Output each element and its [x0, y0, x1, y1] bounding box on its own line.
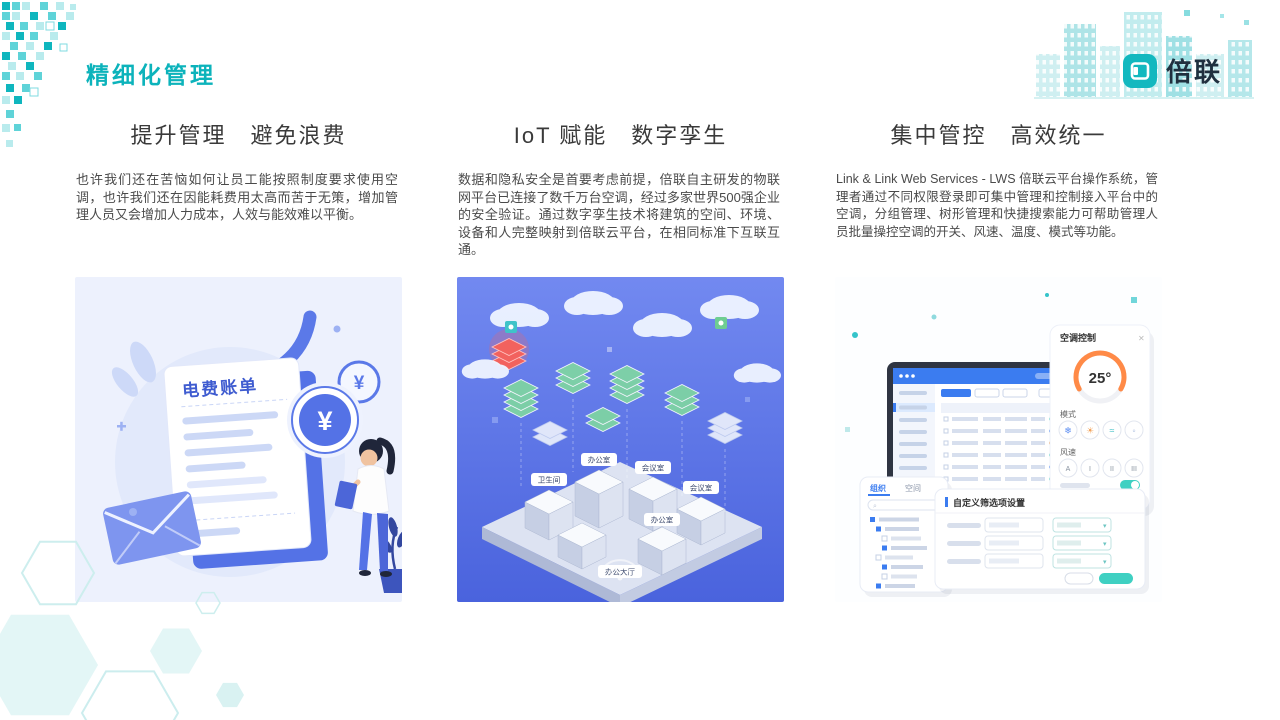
tree-rows: [870, 517, 927, 589]
feature-body: 也许我们还在苦恼如何让员工能按照制度要求使用空调，也许我们还在因能耗费用太高而苦…: [76, 172, 398, 222]
chevron-down-icon: ▾: [1103, 559, 1107, 566]
filter-selects: ▾ ▾ ▾: [1052, 517, 1112, 569]
person-figure: [334, 437, 396, 577]
room-tag: 卫生间: [538, 475, 561, 485]
feature-column-control: 集中管控 高效统一 Link & Link Web Services - LWS…: [835, 115, 1162, 605]
tab-space: 空间: [905, 483, 921, 493]
mode-label: 模式: [1060, 409, 1076, 419]
brand-logo-icon: [1122, 53, 1157, 88]
brand-logo: 倍联: [1122, 52, 1222, 89]
sun-icon: ☀: [1086, 426, 1094, 436]
filter-rows: [947, 517, 1044, 569]
fan-auto-icon: A: [1066, 466, 1071, 473]
hexagon-decoration: [0, 540, 244, 720]
wifi-icon: [603, 559, 637, 574]
close-icon: ✕: [1138, 334, 1145, 343]
fan-high-icon: III: [1131, 466, 1137, 473]
tab-org: 组织: [870, 483, 886, 493]
small-yen-icon: ¥: [354, 373, 365, 394]
feature-column-management: 提升管理 避免浪费 也许我们还在苦恼如何让员工能按照制度要求使用空调，也许我们还…: [75, 115, 402, 605]
ac-control-panel: 空调控制 ✕ 25° 模式 ❄ ☀ ≈ ◦ 风速 A I: [1049, 324, 1154, 516]
feature-heading: IoT 赋能 数字孪生: [513, 123, 728, 148]
filter-panel: 自定义筛选项设置 ▾ ▾: [934, 488, 1149, 594]
room-tag: 会议室: [690, 483, 713, 493]
drop-icon: ◦: [1132, 426, 1135, 436]
fan-mode-icon: ≈: [1110, 426, 1115, 436]
chevron-down-icon: ▾: [1103, 541, 1107, 548]
envelope-icon: [103, 491, 201, 565]
pixel-mosaic-decoration: [2, 2, 76, 147]
big-yen-icon: ¥: [317, 406, 332, 436]
room-tag: 办公室: [651, 515, 674, 525]
mode-options: ❄ ☀ ≈ ◦: [1058, 420, 1144, 440]
temperature-value: 25°: [1089, 370, 1112, 387]
ac-panel-title: 空调控制: [1060, 332, 1096, 343]
room-tags: 卫生间 办公室 会议室 办公大厅 会议室 办公室: [531, 453, 719, 578]
fan-mid-icon: II: [1110, 466, 1114, 473]
fan-speed-label: 风速: [1060, 448, 1076, 457]
feature-column-iot: IoT 赋能 数字孪生 数据和隐私安全是首要考虑前提，倍联自主研发的物联网平台已…: [457, 115, 784, 605]
page-title: 精细化管理: [86, 62, 216, 88]
bill-illustration: 电费账单 ¥ ¥: [75, 277, 402, 602]
feature-heading: 集中管控 高效统一: [890, 123, 1107, 148]
feature-heading: 提升管理 避免浪费: [130, 123, 347, 148]
city-skyline-decoration: [1034, 10, 1254, 99]
room-tag: 会议室: [642, 463, 665, 473]
snowflake-icon: ❄: [1064, 426, 1072, 436]
brand-logo-text: 倍联: [1165, 57, 1222, 87]
dashboard-illustration: 空调控制 ✕ 25° 模式 ❄ ☀ ≈ ◦ 风速 A I: [835, 277, 1162, 602]
search-icon: ⌕: [873, 503, 877, 510]
iso-buildings: [524, 469, 726, 576]
filter-panel-title: 自定义筛选项设置: [953, 497, 1025, 508]
iot-illustration: 卫生间 办公室 会议室 办公大厅 会议室 办公室: [457, 277, 784, 602]
fan-speed-options: A I II III: [1058, 458, 1144, 478]
tree-panel: 组织 空间 ⌕: [859, 476, 952, 597]
digital-twin-layers: [489, 329, 743, 446]
room-tag: 办公室: [588, 455, 611, 465]
feature-body: Link & Link Web Services - LWS 倍联云平台操作系统…: [836, 172, 1158, 239]
chevron-down-icon: ▾: [1103, 523, 1107, 530]
room-tag: 办公大厅: [605, 567, 635, 577]
fan-low-icon: I: [1089, 466, 1091, 473]
feature-body: 数据和隐私安全是首要考虑前提，倍联自主研发的物联网平台已连接了数千万台空调，经过…: [458, 172, 780, 257]
